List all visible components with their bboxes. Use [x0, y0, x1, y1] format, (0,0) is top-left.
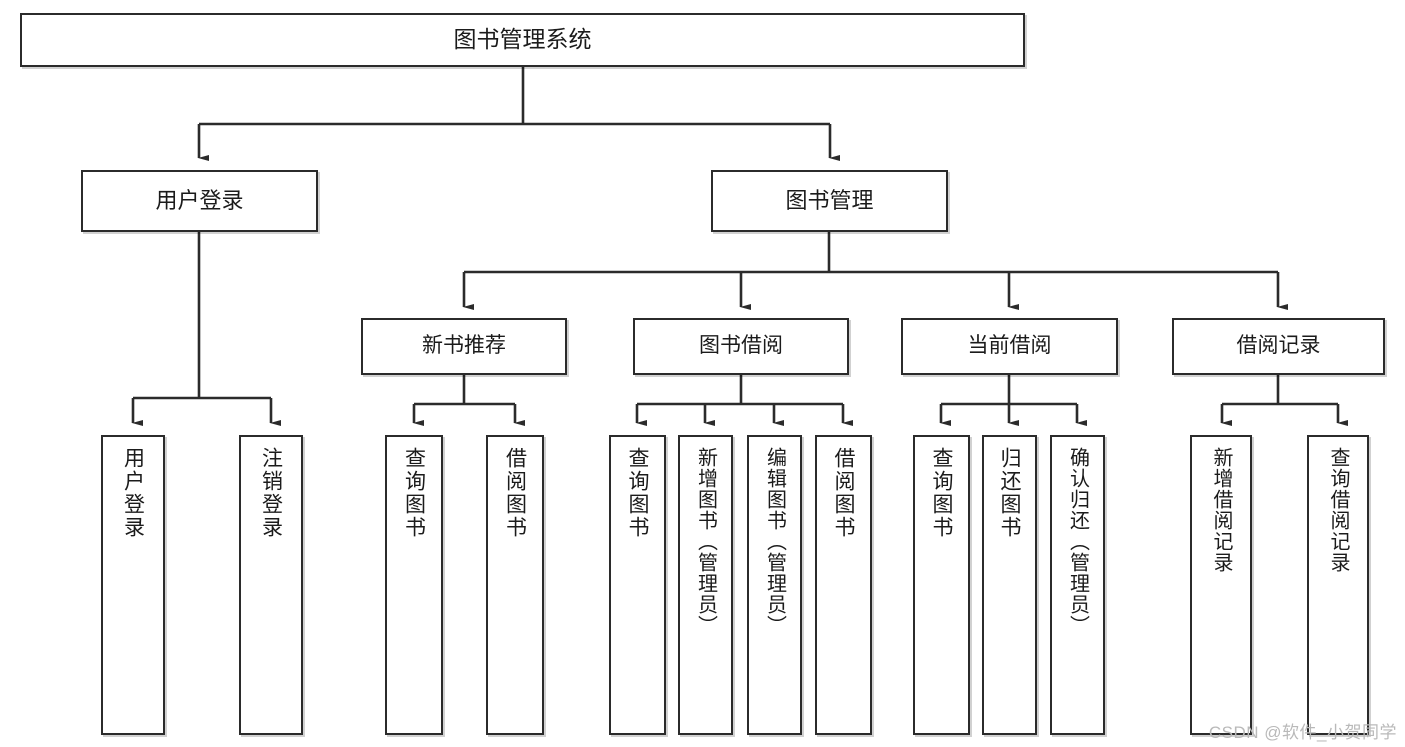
node-book-manage[interactable]: 图书管理: [711, 170, 948, 232]
node-current-borrow[interactable]: 当前借阅: [901, 318, 1118, 375]
node-leaf-add-book-admin-label: 新增图书（管理员）: [694, 447, 717, 636]
node-leaf-query-borrow-record-label: 查询借阅记录: [1327, 447, 1349, 573]
node-borrow-record[interactable]: 借阅记录: [1172, 318, 1385, 375]
node-leaf-edit-book-admin[interactable]: 编辑图书（管理员）: [747, 435, 802, 735]
node-leaf-logout-label: 注销登录: [259, 447, 283, 539]
node-leaf-query-book-3[interactable]: 查询图书: [913, 435, 970, 735]
node-leaf-return-book[interactable]: 归还图书: [982, 435, 1037, 735]
node-leaf-confirm-return-label: 确认归还（管理员）: [1066, 447, 1089, 636]
watermark-text: CSDN @软件_小贺同学: [1208, 723, 1397, 742]
node-leaf-borrow-book-1[interactable]: 借阅图书: [486, 435, 544, 735]
node-leaf-user-login-label: 用户登录: [121, 447, 145, 539]
node-leaf-logout[interactable]: 注销登录: [239, 435, 303, 735]
node-leaf-query-book-1[interactable]: 查询图书: [385, 435, 443, 735]
node-user-login[interactable]: 用户登录: [81, 170, 318, 232]
node-book-borrow[interactable]: 图书借阅: [633, 318, 849, 375]
node-leaf-borrow-book-1-label: 借阅图书: [503, 447, 527, 539]
node-book-manage-label: 图书管理: [785, 188, 874, 214]
node-leaf-borrow-book-2-label: 借阅图书: [832, 447, 855, 539]
node-borrow-record-label: 借阅记录: [1236, 334, 1321, 358]
node-leaf-borrow-book-2[interactable]: 借阅图书: [815, 435, 872, 735]
node-leaf-add-borrow-record[interactable]: 新增借阅记录: [1190, 435, 1252, 735]
node-user-login-label: 用户登录: [155, 188, 244, 214]
node-leaf-query-borrow-record[interactable]: 查询借阅记录: [1307, 435, 1369, 735]
node-leaf-query-book-3-label: 查询图书: [930, 447, 953, 539]
node-leaf-edit-book-admin-label: 编辑图书（管理员）: [763, 447, 786, 636]
node-current-borrow-label: 当前借阅: [967, 334, 1052, 358]
node-leaf-add-borrow-record-label: 新增借阅记录: [1210, 447, 1232, 573]
node-book-borrow-label: 图书借阅: [699, 334, 783, 358]
node-leaf-confirm-return[interactable]: 确认归还（管理员）: [1050, 435, 1105, 735]
node-leaf-query-book-2[interactable]: 查询图书: [609, 435, 666, 735]
node-leaf-return-book-label: 归还图书: [998, 447, 1021, 539]
node-new-book-recommend-label: 新书推荐: [422, 334, 506, 358]
node-root[interactable]: 图书管理系统: [20, 13, 1025, 67]
node-new-book-recommend[interactable]: 新书推荐: [361, 318, 567, 375]
node-leaf-user-login[interactable]: 用户登录: [101, 435, 165, 735]
node-root-label: 图书管理系统: [453, 26, 592, 53]
node-leaf-query-book-1-label: 查询图书: [402, 447, 426, 539]
node-leaf-add-book-admin[interactable]: 新增图书（管理员）: [678, 435, 733, 735]
node-leaf-query-book-2-label: 查询图书: [626, 447, 649, 539]
